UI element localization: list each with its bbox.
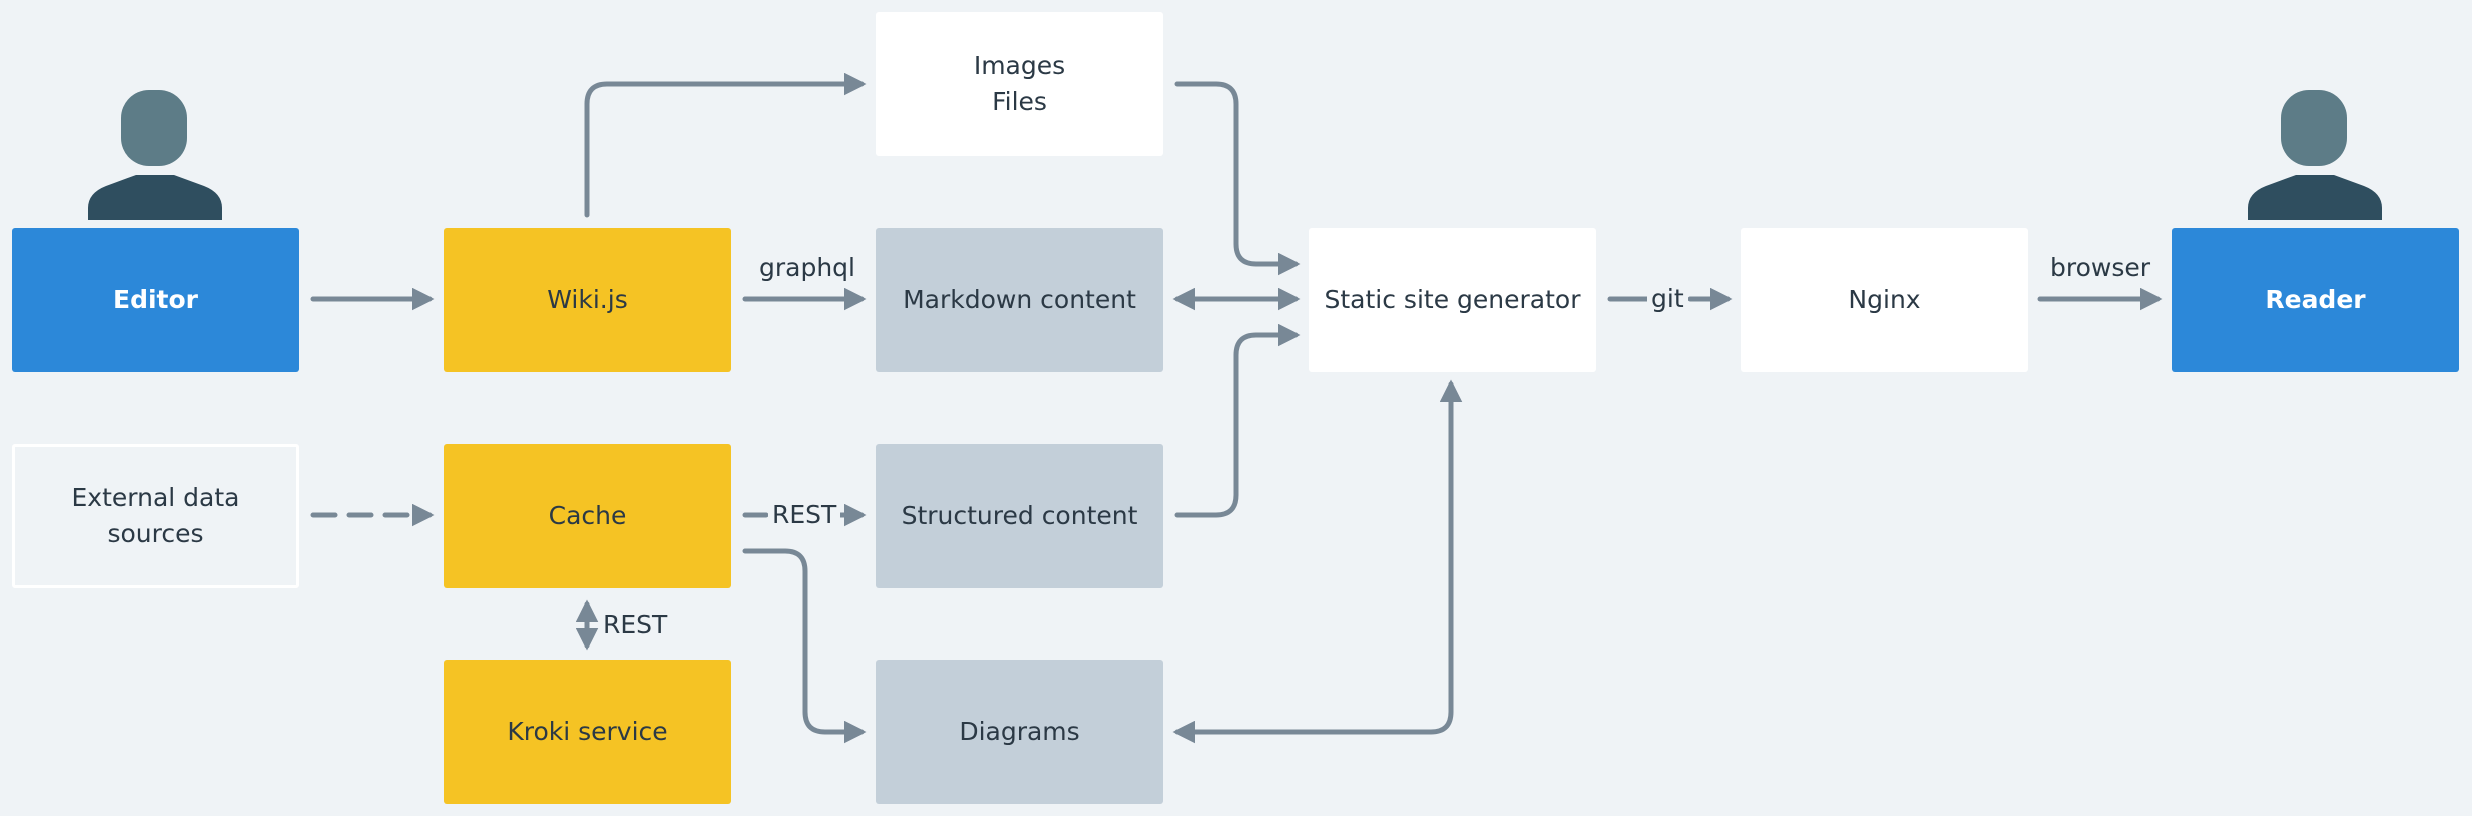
- node-diagrams[interactable]: Diagrams: [876, 660, 1163, 804]
- node-images-label: Images: [973, 51, 1066, 80]
- arrow-structured-to-ssg: [1174, 323, 1301, 518]
- node-nginx-label: Nginx: [1848, 285, 1921, 314]
- node-ssg-label: Static site generator: [1324, 285, 1581, 314]
- arrow-wikijs-to-images: [584, 72, 867, 218]
- arrow-cache-to-diagrams: [742, 548, 867, 744]
- node-files-label: Files: [992, 87, 1047, 116]
- node-editor-label: Editor: [113, 285, 198, 314]
- node-reader-label: Reader: [2265, 285, 2366, 314]
- node-cache-label: Cache: [548, 501, 627, 530]
- node-static-site-generator[interactable]: Static site generator: [1309, 228, 1596, 372]
- node-external-label-1: External data: [71, 483, 240, 512]
- edge-label-git: git: [1647, 284, 1688, 314]
- node-structured-label: Structured content: [901, 501, 1138, 530]
- arrow-diagrams-ssg: [1172, 379, 1463, 744]
- arrow-images-to-ssg: [1174, 81, 1301, 276]
- edge-label-rest-structured: REST: [768, 500, 841, 530]
- node-kroki-service[interactable]: Kroki service: [444, 660, 731, 804]
- person-icon-editor: [88, 90, 222, 220]
- edge-label-browser: browser: [2046, 253, 2155, 283]
- node-structured-content[interactable]: Structured content: [876, 444, 1163, 588]
- node-wikijs-label: Wiki.js: [547, 285, 628, 314]
- node-markdown-label: Markdown content: [903, 285, 1136, 314]
- node-diagrams-label: Diagrams: [959, 717, 1080, 746]
- person-icon-reader: [2248, 90, 2382, 220]
- node-kroki-label: Kroki service: [507, 717, 668, 746]
- node-external-data-sources[interactable]: External data sources: [12, 444, 299, 588]
- node-nginx[interactable]: Nginx: [1741, 228, 2028, 372]
- node-images-files[interactable]: Images Files: [876, 12, 1163, 156]
- node-cache[interactable]: Cache: [444, 444, 731, 588]
- node-editor[interactable]: Editor: [12, 228, 299, 372]
- edge-label-rest-kroki: REST: [599, 610, 672, 640]
- edge-label-graphql: graphql: [755, 253, 859, 283]
- node-markdown-content[interactable]: Markdown content: [876, 228, 1163, 372]
- node-reader[interactable]: Reader: [2172, 228, 2459, 372]
- node-wikijs[interactable]: Wiki.js: [444, 228, 731, 372]
- node-external-label-2: sources: [107, 519, 204, 548]
